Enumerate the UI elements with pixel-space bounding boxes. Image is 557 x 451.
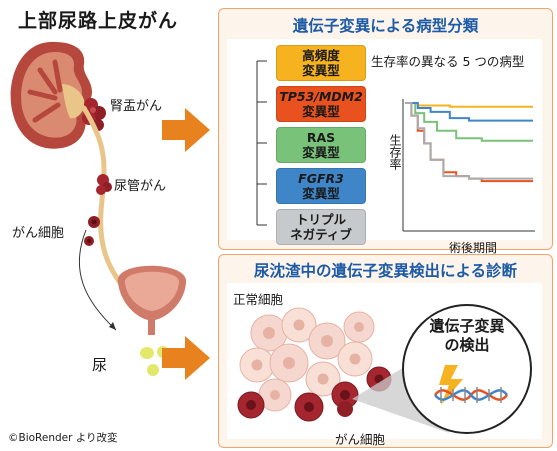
subtype-line2: 変異型 bbox=[302, 145, 340, 160]
subtype-triple-negative: トリプル ネガティブ bbox=[276, 209, 366, 245]
subtype-line1: RAS bbox=[306, 130, 336, 145]
subtype-line1: TP53/MDM2 bbox=[279, 89, 363, 104]
mutation-detection-line1: 遺伝子変異 bbox=[429, 317, 505, 335]
survival-curve-2 bbox=[405, 102, 533, 142]
anatomy-title: 上部尿路上皮がん bbox=[18, 10, 179, 32]
arrow-to-classification bbox=[162, 108, 210, 152]
arrow-to-diagnosis bbox=[162, 336, 210, 380]
flow-arrow bbox=[78, 229, 117, 331]
chart-ylabel: 生存率 bbox=[388, 134, 402, 170]
zoom-circle bbox=[402, 304, 532, 434]
diagnosis-panel: 尿沈渣中の遺伝子変異検出による診断 正常細胞 がん細胞 bbox=[218, 254, 553, 448]
subtype-line1: FGFR3 bbox=[298, 171, 344, 186]
subtype-line2: ネガティブ bbox=[290, 227, 352, 242]
survival-curve-0 bbox=[405, 102, 533, 108]
cancer-cells-label: がん細胞 bbox=[335, 432, 386, 447]
cancer-cell-label: がん細胞 bbox=[12, 226, 65, 241]
diagnosis-content: 正常細胞 がん細胞 bbox=[227, 283, 542, 447]
normal-cells-label: 正常細胞 bbox=[233, 292, 284, 307]
classification-title: 遺伝子変異による病型分類 bbox=[292, 17, 479, 35]
diagnosis-title: 尿沈渣中の遺伝子変異検出による診断 bbox=[253, 262, 518, 280]
renal-pelvis-label: 腎盂がん bbox=[110, 99, 163, 114]
subtype-line2: 変異型 bbox=[302, 104, 340, 119]
classification-content: 高頻度 変異型 TP53/MDM2 変異型 RAS 変異型 FGFR3 変異型 … bbox=[227, 39, 542, 255]
chart-xlabel: 術後期間 bbox=[449, 241, 498, 255]
subtype-tp53-mdm2: TP53/MDM2 変異型 bbox=[276, 86, 366, 122]
survival-chart bbox=[402, 99, 535, 232]
classification-panel: 遺伝子変異による病型分類 高頻度 変異型 TP53/MDM2 変異型 RAS 変… bbox=[218, 8, 553, 255]
ureter-tumor bbox=[96, 174, 112, 195]
urine-sediment-illustration bbox=[237, 304, 532, 434]
subtype-ras: RAS 変異型 bbox=[276, 127, 366, 163]
subtype-bracket bbox=[256, 60, 267, 226]
subtype-line1: トリプル bbox=[295, 212, 346, 227]
mutation-detection-text: 遺伝子変異 の検出 bbox=[403, 317, 531, 355]
kidney bbox=[10, 41, 93, 149]
normal-cells bbox=[239, 307, 375, 412]
credit-text: ©BioRender より改変 bbox=[8, 432, 118, 444]
urinary-tract-illustration bbox=[10, 41, 210, 380]
urine-label: 尿 bbox=[92, 356, 108, 374]
bladder bbox=[117, 265, 187, 335]
subtype-line2: 変異型 bbox=[302, 63, 340, 78]
ureter-label: 尿管がん bbox=[114, 179, 167, 194]
survival-curve-3 bbox=[405, 102, 533, 122]
mutation-detection-line2: の検出 bbox=[444, 336, 490, 354]
subtype-line2: 変異型 bbox=[302, 186, 340, 201]
lightning-icon bbox=[439, 365, 463, 405]
dna-helix-icon bbox=[434, 387, 508, 403]
subtype-hypermutated: 高頻度 変異型 bbox=[276, 45, 366, 81]
floating-cancer-cell bbox=[84, 216, 100, 246]
subtype-line1: 高頻度 bbox=[302, 48, 340, 63]
survival-curve-4 bbox=[405, 102, 533, 180]
subtype-fgfr3: FGFR3 変異型 bbox=[276, 168, 366, 204]
chart-title: 生存率の異なる 5 つの病型 bbox=[371, 54, 525, 69]
ureter bbox=[81, 105, 127, 291]
